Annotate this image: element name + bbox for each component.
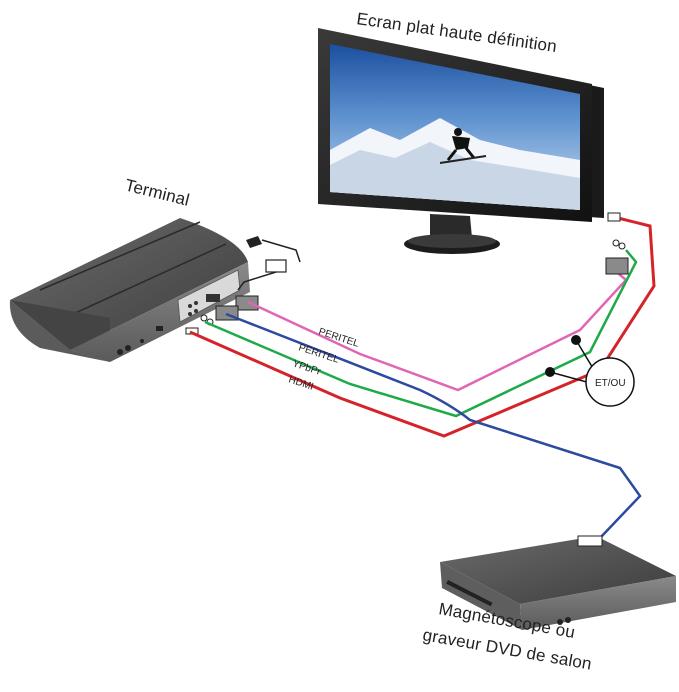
cable-ypbpr-green — [204, 249, 638, 418]
junction-markers — [545, 335, 635, 407]
power-adapter — [237, 236, 301, 291]
et-ou-circle — [585, 357, 635, 407]
tv-connectors — [605, 212, 629, 275]
cable-peritel-pink — [247, 267, 628, 392]
tv-stand — [430, 214, 472, 238]
terminal-box — [9, 218, 250, 362]
label-terminal: Terminal — [123, 175, 191, 209]
label-hdmi: HDMI — [287, 374, 315, 392]
skier-figure — [439, 128, 487, 164]
flat-screen-tv — [318, 28, 604, 254]
label-peritel-1: PERITEL — [317, 326, 360, 349]
dvd-recorder — [440, 535, 676, 630]
label-ypbpr: YPbPr — [291, 358, 323, 378]
cable-peritel-blue — [225, 312, 642, 539]
label-et-ou: ET/OU — [595, 378, 626, 389]
